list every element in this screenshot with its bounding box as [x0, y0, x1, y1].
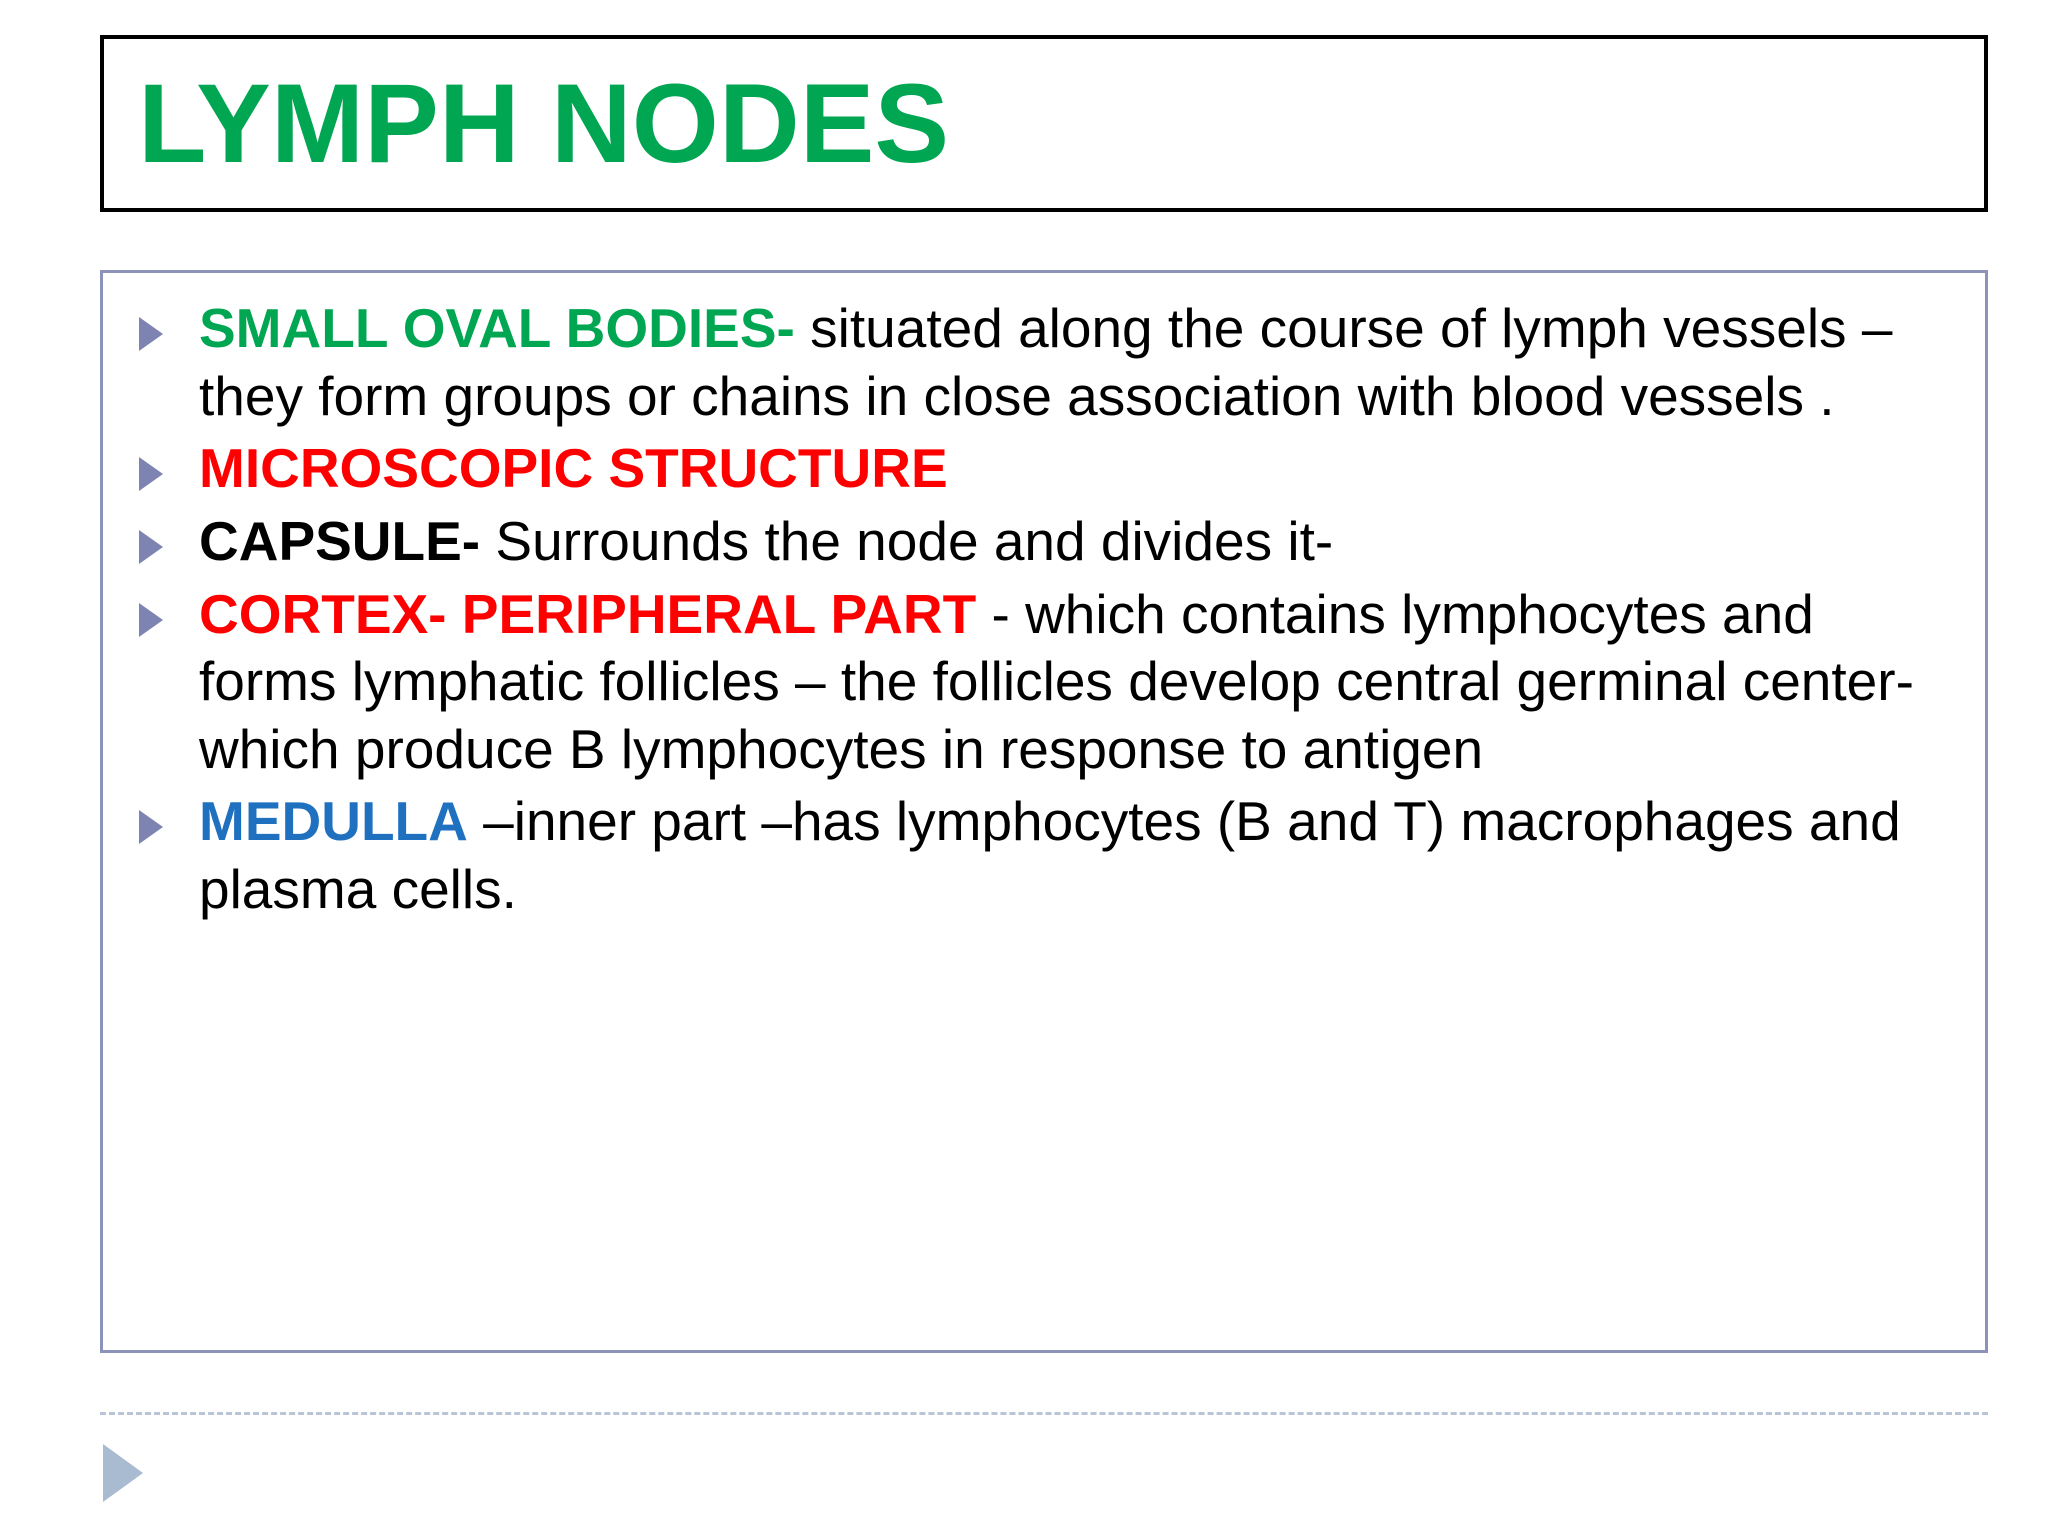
- title-placeholder: LYMPH NODES: [100, 35, 1988, 212]
- triangle-footer-icon: [103, 1444, 143, 1502]
- bullet-lead-text: CORTEX- PERIPHERAL PART: [199, 582, 977, 645]
- list-item: SMALL OVAL BODIES- situated along the co…: [111, 295, 1961, 430]
- triangle-bullet-icon: [139, 529, 163, 564]
- triangle-bullet-icon: [139, 602, 163, 637]
- footer-divider: [100, 1412, 1988, 1415]
- triangle-bullet-icon: [139, 317, 163, 351]
- list-item: MEDULLA –inner part –has lymphocytes (B …: [111, 788, 1961, 923]
- bullet-body-text: situated along the course of lymph vesse…: [199, 297, 1893, 427]
- list-item: CAPSULE- Surrounds the node and divides …: [111, 508, 1961, 576]
- list-item: CORTEX- PERIPHERAL PART - which contains…: [111, 581, 1961, 784]
- triangle-bullet-icon: [139, 810, 163, 845]
- content-placeholder: SMALL OVAL BODIES- situated along the co…: [100, 270, 1988, 1353]
- bullet-lead-text: MICROSCOPIC STRUCTURE: [199, 437, 948, 500]
- bullet-body-text: –inner part –has lymphocytes (B and T) m…: [199, 790, 1901, 921]
- bullet-body-text: Surrounds the node and divides it-: [480, 509, 1334, 572]
- bullet-body-text: - which contains lymphocytes and forms l…: [199, 582, 1914, 780]
- bullet-lead-text: CAPSULE-: [199, 509, 481, 572]
- list-item: MICROSCOPIC STRUCTURE: [111, 435, 1961, 503]
- page-title: LYMPH NODES: [138, 60, 950, 186]
- bullet-list: SMALL OVAL BODIES- situated along the co…: [111, 295, 1961, 924]
- bullet-lead-text: MEDULLA: [199, 790, 468, 853]
- triangle-bullet-icon: [139, 457, 163, 492]
- bullet-lead-text: SMALL OVAL BODIES-: [199, 297, 795, 359]
